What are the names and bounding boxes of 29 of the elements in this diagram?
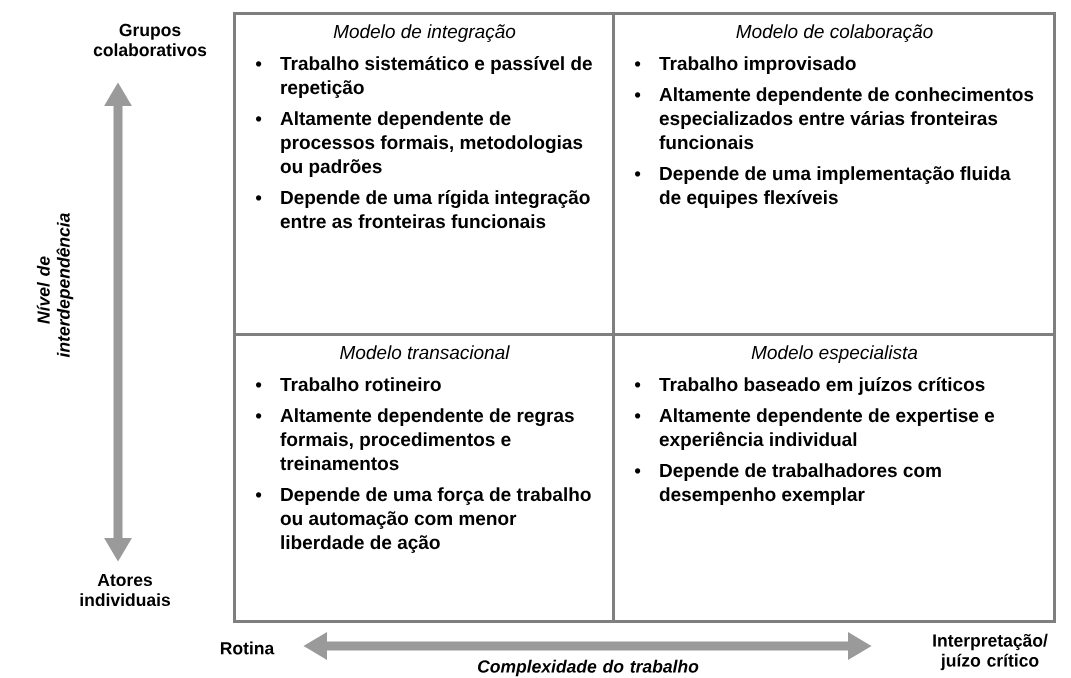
- quadrant-box: [233, 333, 615, 623]
- quadrant-box: [612, 333, 1056, 623]
- node-label: Trabalho rotineiro: [280, 377, 441, 392]
- axis-label: Rotina: [220, 641, 275, 655]
- node-label: Altamente dependente de regras formais, procedimentos e treinamentos: [280, 408, 574, 471]
- axis-label: Atores individuais: [80, 573, 170, 607]
- node-label: Altamente dependente de conhecimentos especializados entre várias fronteiras funcionais: [659, 87, 1034, 150]
- node-label: Trabalho baseado em juízos críticos: [659, 377, 985, 395]
- node-label: Depende de uma rígida integração entre as fronteiras funcionais: [280, 190, 590, 229]
- quadrant-box: [612, 12, 1056, 336]
- quadrant-text: Modelo transacional Trabalho rotineiro Altamente dependente de regras formais, procedimentos e treinamentos Depende de uma força de trabalho ou automação com menor liberdade de ação: [256, 345, 591, 553]
- node-label: Depende de trabalhadores com desempenho exemplar: [659, 463, 941, 505]
- node-label: Modelo especialista: [751, 345, 918, 363]
- node-label: Modelo de colaboração: [736, 24, 933, 42]
- node-label: Depende de uma implementação fluida de equipes flexíveis: [659, 166, 1011, 208]
- node-label: Altamente dependente de expertise e experiência individual: [659, 408, 995, 450]
- axis-title: Nível de interdependência: [36, 213, 74, 358]
- quadrant-text: Modelo de integração Trabalho sistemático e passível de repetição Altamente dependente de processos formais, metodologias ou padrões Depende de uma rígida integração entre as fronteiras funcionais: [256, 24, 592, 229]
- node-label: Altamente dependente de processos formais, metodologias ou padrões: [280, 111, 583, 177]
- node-label: Trabalho improvisado: [659, 56, 856, 74]
- quadrant-text: Modelo de colaboração Trabalho improvisado Altamente dependente de conhecimentos especializados entre várias fronteiras funcionais Depende de uma implementação fluida de equipes flexíveis: [635, 24, 1034, 208]
- axis-title: Complexidade do trabalho: [478, 659, 699, 677]
- axis-label: Grupos colaborativos: [93, 23, 207, 57]
- node-label: Trabalho sistemático e passível de repetição: [280, 56, 592, 98]
- node-label: Depende de uma força de trabalho ou automação com menor liberdade de ação: [280, 487, 591, 553]
- quadrant-box: [233, 12, 615, 336]
- node-label: Modelo transacional: [340, 345, 510, 360]
- node-label: Modelo de integração: [333, 24, 516, 42]
- quadrant-text: Modelo especialista Trabalho baseado em juízos críticos Altamente dependente de expertise e experiência individual Depende de trabalhadores com desempenho exemplar: [635, 345, 995, 505]
